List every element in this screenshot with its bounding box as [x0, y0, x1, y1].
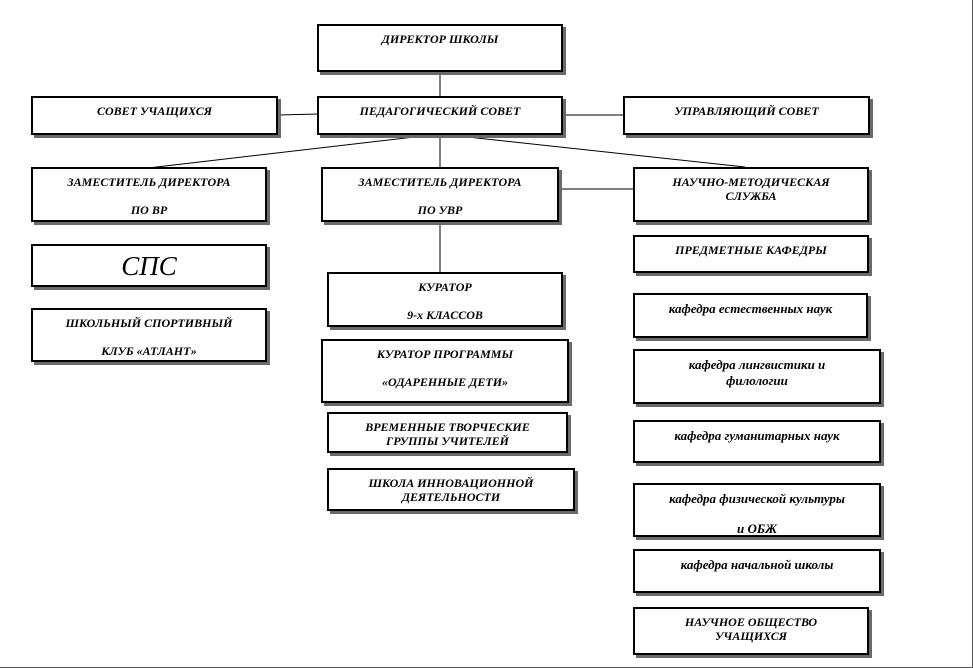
subject-departments-box: ПРЕДМЕТНЫЕ КАФЕДРЫ: [633, 235, 869, 273]
innovation-school-box: ШКОЛА ИННОВАЦИОННОЙ ДЕЯТЕЛЬНОСТИ: [327, 468, 575, 511]
director-label: ДИРЕКТОР ШКОЛЫ: [381, 32, 499, 46]
dept-linguistics-line1: кафедра лингвистики и: [688, 357, 826, 372]
dept-science-box: кафедра естественных наук: [633, 293, 868, 338]
connector-student-council: [277, 113, 319, 116]
creative-groups-line2: ГРУППЫ УЧИТЕЛЕЙ: [386, 434, 509, 448]
sps-box: СПС: [31, 244, 267, 287]
curator-9-box: КУРАТОР 9-х КЛАССОВ: [327, 272, 563, 327]
gifted-line1: КУРАТОР ПРОГРАММЫ: [376, 347, 514, 361]
gifted-children-box: КУРАТОР ПРОГРАММЫ «ОДАРЕННЫЕ ДЕТИ»: [321, 339, 569, 403]
deputy-uvr-box: ЗАМЕСТИТЕЛЬ ДИРЕКТОРА ПО УВР: [321, 167, 559, 222]
deputy-vr-line2: ПО ВР: [130, 203, 168, 217]
methodical-line1: НАУЧНО-МЕТОДИЧЕСКАЯ: [672, 175, 830, 189]
dept-pe-line2: и ОБЖ: [736, 521, 778, 536]
deputy-uvr-line1: ЗАМЕСТИТЕЛЬ ДИРЕКТОРА: [358, 175, 522, 189]
governing-council-box: УПРАВЛЯЮЩИЙ СОВЕТ: [623, 96, 870, 135]
dept-linguistics-box: кафедра лингвистики и филологии: [633, 349, 881, 404]
sci-society-line1: НАУЧНОЕ ОБЩЕСТВО: [684, 615, 818, 629]
deputy-vr-box: ЗАМЕСТИТЕЛЬ ДИРЕКТОРА ПО ВР: [31, 167, 267, 222]
deputy-uvr-line2: ПО УВР: [417, 203, 463, 217]
curator-9-line1: КУРАТОР: [418, 280, 472, 294]
dept-humanities-box: кафедра гуманитарных наук: [633, 420, 881, 463]
sport-club-line1: ШКОЛЬНЫЙ СПОРТИВНЫЙ: [65, 316, 233, 330]
connector-pedcouncil-methodical: [439, 133, 746, 168]
ped-council-box: ПЕДАГОГИЧЕСКИЙ СОВЕТ: [317, 96, 563, 135]
curator-9-line2: 9-х КЛАССОВ: [407, 308, 483, 322]
sport-club-box: ШКОЛЬНЫЙ СПОРТИВНЫЙ КЛУБ «АТЛАНТ»: [31, 308, 267, 362]
innovation-line1: ШКОЛА ИННОВАЦИОННОЙ: [368, 476, 534, 490]
dept-primary-label: кафедра начальной школы: [680, 557, 834, 572]
director-box: ДИРЕКТОР ШКОЛЫ: [317, 24, 563, 72]
sci-society-line2: УЧАЩИХСЯ: [715, 629, 787, 643]
dept-science-label: кафедра естественных наук: [668, 301, 833, 316]
dept-humanities-label: кафедра гуманитарных наук: [674, 428, 840, 443]
student-council-label: СОВЕТ УЧАЩИХСЯ: [96, 104, 212, 118]
methodical-line2: СЛУЖБА: [725, 189, 777, 203]
dept-pe-line1: кафедра физической культуры: [669, 491, 845, 506]
subject-departments-label: ПРЕДМЕТНЫЕ КАФЕДРЫ: [675, 243, 827, 257]
creative-groups-box: ВРЕМЕННЫЕ ТВОРЧЕСКИЕ ГРУППЫ УЧИТЕЛЕЙ: [327, 412, 568, 453]
student-council-box: СОВЕТ УЧАЩИХСЯ: [31, 96, 278, 135]
gifted-line2: «ОДАРЕННЫЕ ДЕТИ»: [381, 375, 509, 389]
scientific-society-box: НАУЧНОЕ ОБЩЕСТВО УЧАЩИХСЯ: [633, 607, 869, 655]
dept-primary-box: кафедра начальной школы: [633, 549, 881, 593]
innovation-line2: ДЕЯТЕЛЬНОСТИ: [401, 490, 501, 504]
dept-linguistics-line2: филологии: [726, 373, 788, 388]
methodical-service-box: НАУЧНО-МЕТОДИЧЕСКАЯ СЛУЖБА: [633, 167, 869, 222]
governing-council-label: УПРАВЛЯЮЩИЙ СОВЕТ: [674, 104, 819, 118]
dept-pe-box: кафедра физической культуры и ОБЖ: [633, 483, 881, 537]
creative-groups-line1: ВРЕМЕННЫЕ ТВОРЧЕСКИЕ: [365, 420, 530, 434]
ped-council-label: ПЕДАГОГИЧЕСКИЙ СОВЕТ: [359, 104, 521, 118]
connector-pedcouncil-vr: [147, 133, 441, 169]
deputy-vr-line1: ЗАМЕСТИТЕЛЬ ДИРЕКТОРА: [67, 175, 231, 189]
sps-label: СПС: [121, 251, 177, 281]
sport-club-line2: КЛУБ «АТЛАНТ»: [101, 344, 197, 358]
